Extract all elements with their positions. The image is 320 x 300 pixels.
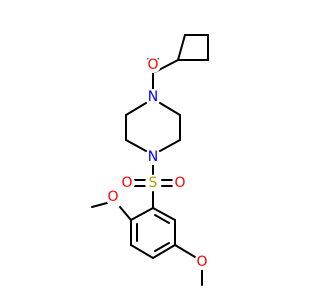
- benzene-ring: [130, 207, 176, 259]
- piperazine-ring: [125, 102, 181, 152]
- atom-label-o-carbonyl: O: [145, 57, 161, 73]
- label-o-methoxy-top: O: [107, 189, 118, 205]
- sulfonyl-oxygens: [133, 179, 173, 187]
- atom-label-o-s-left: O: [119, 175, 135, 191]
- cyclobutyl-ring: [177, 34, 209, 61]
- label-o-s-right: O: [174, 175, 185, 191]
- methoxy-2: [91, 202, 132, 221]
- label-o-s-left: O: [121, 175, 132, 191]
- molecule-canvas: O N N S O O O O: [91, 34, 210, 286]
- atom-label-n-top: N: [145, 89, 161, 105]
- label-s: S: [149, 175, 158, 191]
- atom-label-o-meo-bottom: O: [194, 254, 210, 270]
- atom-label-n-bottom: N: [145, 149, 161, 165]
- label-n-bottom: N: [148, 149, 158, 165]
- atom-label-o-s-right: O: [172, 175, 188, 191]
- label-o-methoxy-bottom: O: [196, 254, 207, 270]
- structure-diagram: O N N S O O O O: [91, 34, 210, 286]
- label-o-carbonyl: O: [147, 57, 158, 73]
- label-n-top: N: [148, 89, 158, 105]
- atom-label-s: S: [145, 175, 161, 191]
- methoxy-5: [174, 244, 203, 286]
- atom-label-o-meo-top: O: [105, 189, 121, 205]
